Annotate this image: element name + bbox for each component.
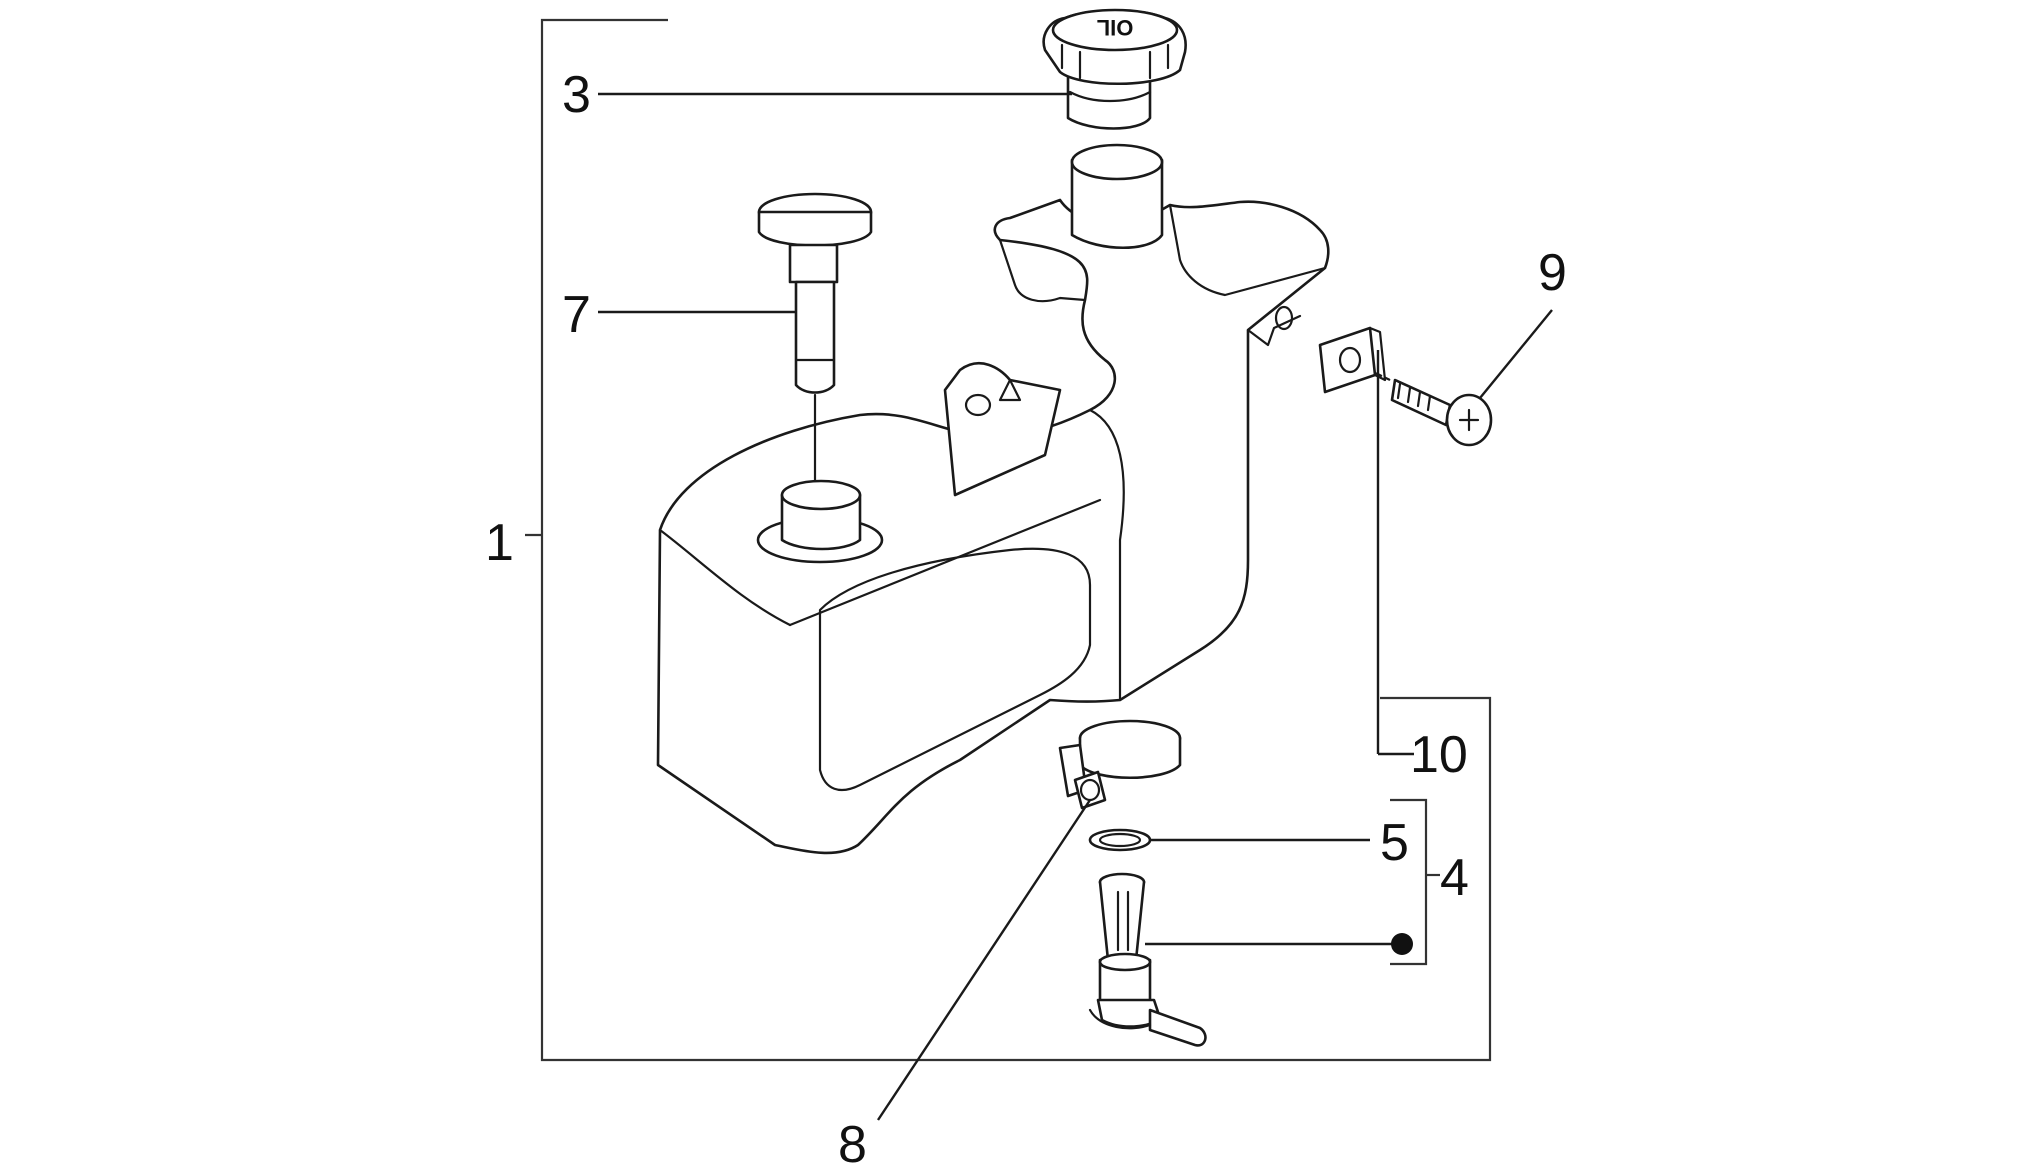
callout-3: 3 (562, 66, 591, 124)
callout-1: 1 (485, 514, 514, 572)
callout-9: 9 (1538, 244, 1567, 302)
callout-5: 5 (1380, 814, 1409, 872)
bullet-dot (1391, 933, 1413, 955)
callout-10: 10 (1410, 726, 1468, 784)
oil-filler-cap: OIL (1042, 8, 1187, 130)
oil-cap-label: OIL (1097, 15, 1134, 40)
callout-8: 8 (838, 1116, 867, 1165)
outlet-fitting (1088, 872, 1207, 1047)
hose-clamp (1058, 719, 1182, 810)
clip-nut (1318, 326, 1387, 394)
callout-7: 7 (562, 286, 591, 344)
o-ring (1088, 828, 1152, 852)
assembly-bracket-1 (525, 18, 1492, 1062)
leader-lines (598, 92, 1553, 1121)
oil-tank-body (656, 143, 1330, 855)
callout-numbers: 1 3 4 5 7 8 9 10 (485, 66, 1567, 1165)
plug-receptacle (756, 479, 884, 564)
callout-4: 4 (1440, 849, 1469, 907)
assembly-bracket-4 (1390, 798, 1440, 966)
oil-level-plug (757, 192, 873, 482)
